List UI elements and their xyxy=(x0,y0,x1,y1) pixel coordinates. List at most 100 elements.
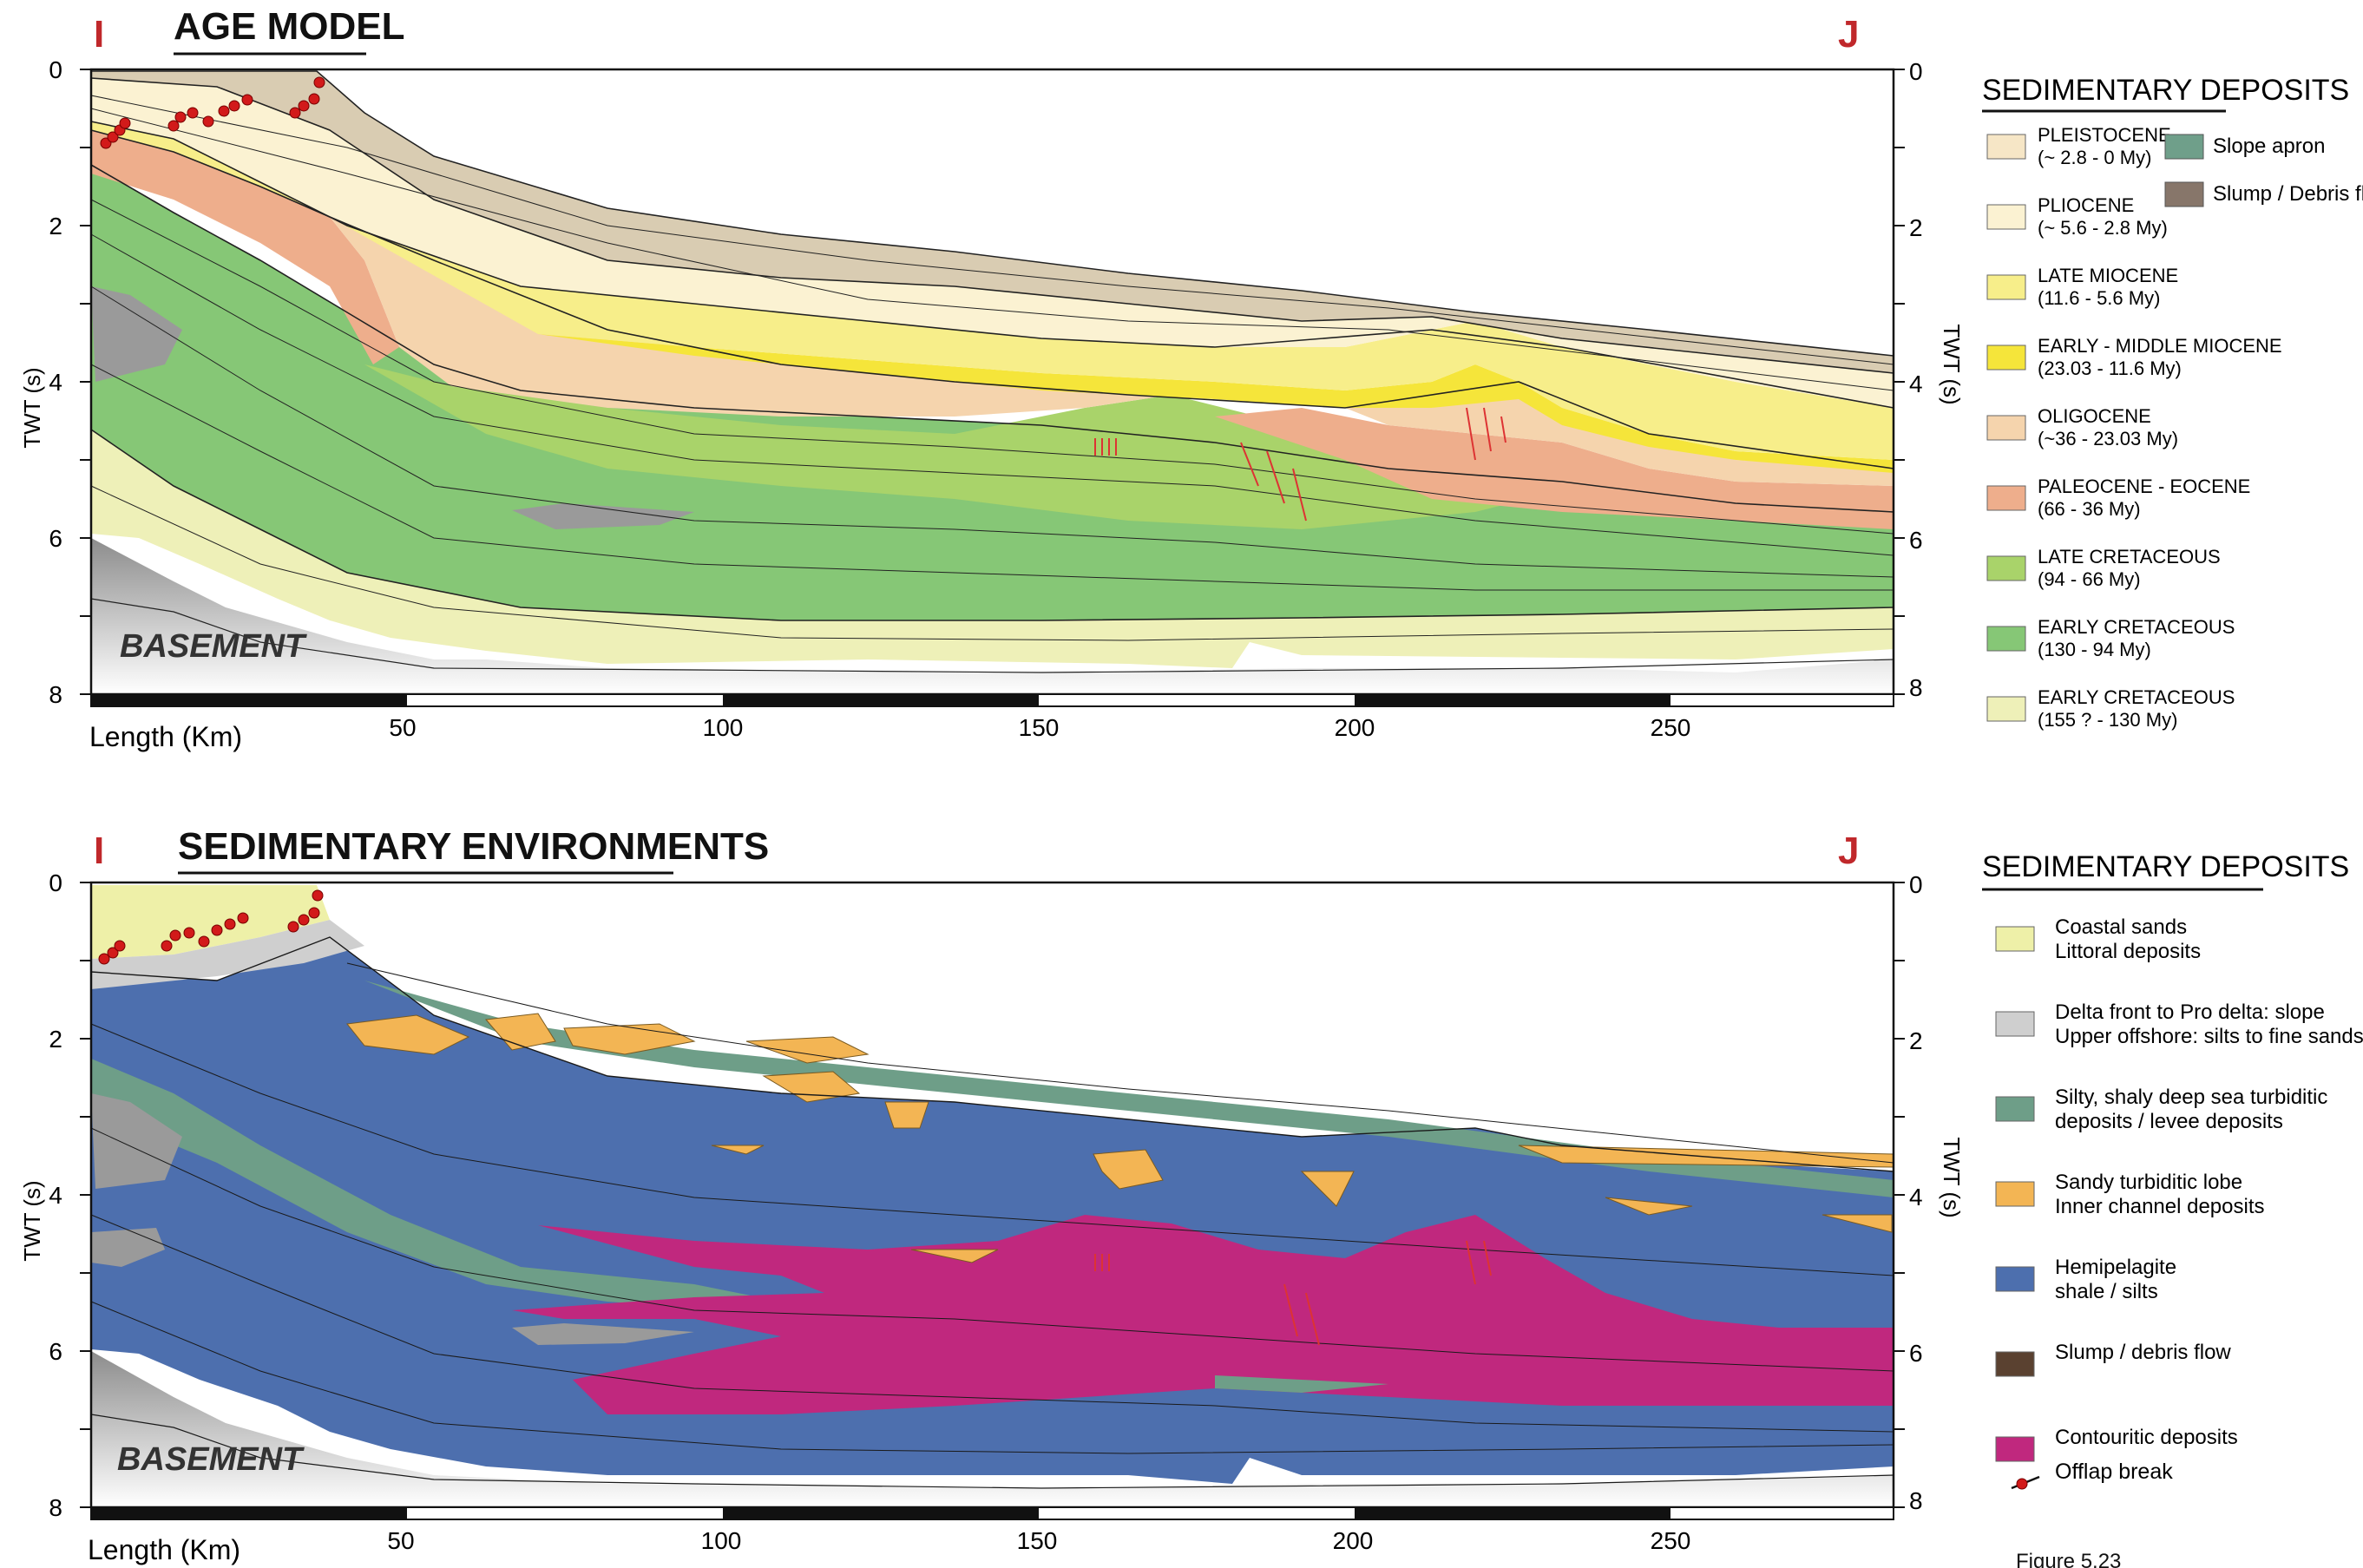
legend-title: SEDIMENTARY DEPOSITS xyxy=(1982,850,2349,883)
x-axis: Length (Km) 50 100 150 200 250 xyxy=(89,714,1690,752)
legend-label: Delta front to Pro delta: slope xyxy=(2055,1001,2325,1024)
legend-item: Contouritic deposits xyxy=(1995,1426,2238,1462)
y-axis-label: TWT (s) xyxy=(1939,324,1965,404)
layer-basement xyxy=(91,1351,1894,1507)
x-tick-label: 50 xyxy=(389,714,416,741)
legend-item: LATE MIOCENE(11.6 - 5.6 My) xyxy=(1986,265,2178,309)
legend-item: Silty, shaly deep sea turbiditicdeposits… xyxy=(1995,1086,2327,1133)
layer-silty-turbiditic xyxy=(91,1059,781,1310)
legend-label: LATE MIOCENE xyxy=(2038,265,2178,286)
legend-extra-item: Slope apron xyxy=(2164,134,2325,160)
legend-label: Upper offshore: silts to fine sands xyxy=(2055,1025,2363,1048)
y-tick-label: 6 xyxy=(49,1338,62,1365)
x-tick-label: 250 xyxy=(1651,1527,1691,1554)
x-tick-label: 50 xyxy=(387,1527,414,1554)
x-tick-label: 100 xyxy=(703,714,744,741)
left-y-axis: 0 2 4 6 8 TWT (s) xyxy=(19,869,91,1521)
cross-section-plot: BASEMENT xyxy=(89,68,1895,696)
panel-title: AGE MODEL xyxy=(174,5,404,48)
y-tick-label: 8 xyxy=(1909,1487,1923,1514)
scale-bar xyxy=(90,1506,1894,1520)
x-axis: Length (Km) 50 100 150 200 250 xyxy=(88,1527,1690,1565)
legend-label: (66 - 36 My) xyxy=(2038,498,2141,520)
layer-delta-front xyxy=(91,920,364,989)
legend-item: LATE CRETACEOUS(94 - 66 My) xyxy=(1986,546,2221,590)
legend-label: Contouritic deposits xyxy=(2055,1426,2238,1449)
y-tick-label: 8 xyxy=(49,681,62,708)
y-tick-label: 4 xyxy=(1909,1184,1923,1210)
legend-item: Hemipelagite shale / silts xyxy=(1995,1256,2176,1303)
x-axis-label: Length (Km) xyxy=(88,1534,240,1565)
legend-swatch xyxy=(1986,344,2026,371)
legend-label: LATE CRETACEOUS xyxy=(2038,546,2221,567)
legend-swatch xyxy=(1995,1181,2035,1207)
legend-label: (94 - 66 My) xyxy=(2038,568,2141,590)
legend-label: Slope apron xyxy=(2213,134,2325,158)
layer-slump-patch xyxy=(91,286,182,382)
panel-title: SEDIMENTARY ENVIRONMENTS xyxy=(178,825,769,868)
figure-caption: Figure 5.23 xyxy=(2016,1550,2121,1568)
y-tick-label: 2 xyxy=(1909,1027,1923,1054)
layer-silty-turbiditic xyxy=(364,981,1894,1197)
y-axis-label: TWT (s) xyxy=(1939,1137,1965,1217)
layer-silty-turbiditic xyxy=(1215,1375,1388,1393)
left-y-axis: 0 2 4 6 8 TWT (s) xyxy=(19,56,91,708)
layer-early-middle-miocene xyxy=(538,334,1894,473)
legend-label: (11.6 - 5.6 My) xyxy=(2038,287,2160,309)
legend-label: (130 - 94 My) xyxy=(2038,639,2151,660)
offlap-break-icon xyxy=(2016,1478,2028,1490)
age-legend: SEDIMENTARY DEPOSITS PLEISTOCENE(~ 2.8 -… xyxy=(1982,74,2363,731)
y-tick-label: 0 xyxy=(49,56,62,83)
legend-label: shale / silts xyxy=(2055,1280,2158,1303)
legend-label: Coastal sands xyxy=(2055,915,2187,939)
legend-label: PLEISTOCENE xyxy=(2038,124,2171,146)
x-tick-label: 250 xyxy=(1651,714,1691,741)
legend-swatch xyxy=(1995,1096,2035,1122)
legend-label: EARLY CRETACEOUS xyxy=(2038,616,2235,638)
section-end-letter: J xyxy=(1838,13,1859,56)
legend-label: (~36 - 23.03 My) xyxy=(2038,428,2178,449)
legend-item: Slump / debris flow xyxy=(1995,1341,2231,1377)
legend-label: PLIOCENE xyxy=(2038,194,2134,216)
legend-item: EARLY CRETACEOUS(155 ? - 130 My) xyxy=(1986,686,2235,731)
scale-bar xyxy=(90,693,1894,707)
legend-swatch xyxy=(1995,1436,2035,1462)
layer-contouritic xyxy=(512,1215,1894,1414)
legend-swatch xyxy=(1986,485,2026,511)
y-tick-label: 0 xyxy=(49,869,62,896)
fault-lines xyxy=(1094,1240,1492,1346)
y-tick-label: 6 xyxy=(49,525,62,552)
section-end-letter: J xyxy=(1838,830,1859,872)
y-tick-label: 2 xyxy=(49,1026,62,1053)
layer-late-miocene xyxy=(91,121,1894,460)
basement-label: BASEMENT xyxy=(120,628,307,665)
y-tick-label: 0 xyxy=(1909,58,1923,85)
legend-extra-item: Slump / Debris flow xyxy=(2164,181,2363,207)
legend-label: Inner channel deposits xyxy=(2055,1195,2265,1218)
layer-late-cretaceous xyxy=(364,364,1562,529)
legend-label: OLIGOCENE xyxy=(2038,405,2151,427)
right-y-axis: 0 2 4 6 8 TWT (s) xyxy=(1894,58,1965,701)
layer-slump-patch xyxy=(512,503,694,529)
legend-swatch xyxy=(1986,204,2026,230)
sedimentary-environments-panel: I SEDIMENTARY ENVIRONMENTS J xyxy=(19,825,2363,1565)
layer-paleocene-eocene xyxy=(91,130,399,364)
age-model-panel: I AGE MODEL J xyxy=(19,5,2363,752)
legend-item: OLIGOCENE(~36 - 23.03 My) xyxy=(1986,405,2178,449)
layer-basement xyxy=(91,538,1894,694)
section-start-letter: I xyxy=(94,13,104,56)
y-axis-label: TWT (s) xyxy=(19,1180,45,1261)
layer-slump-patch xyxy=(91,1093,182,1189)
basement-label: BASEMENT xyxy=(117,1441,305,1478)
y-tick-label: 4 xyxy=(1909,371,1923,397)
layer-slump-patch xyxy=(512,1323,694,1345)
legend-label: Silty, shaly deep sea turbiditic xyxy=(2055,1086,2327,1109)
legend-swatch xyxy=(1986,415,2026,441)
layer-oligocene xyxy=(330,217,1172,417)
y-axis-label: TWT (s) xyxy=(19,367,45,448)
horizon-lines xyxy=(90,70,1894,673)
offlap-legend-item: Offlap break xyxy=(2011,1460,2173,1490)
